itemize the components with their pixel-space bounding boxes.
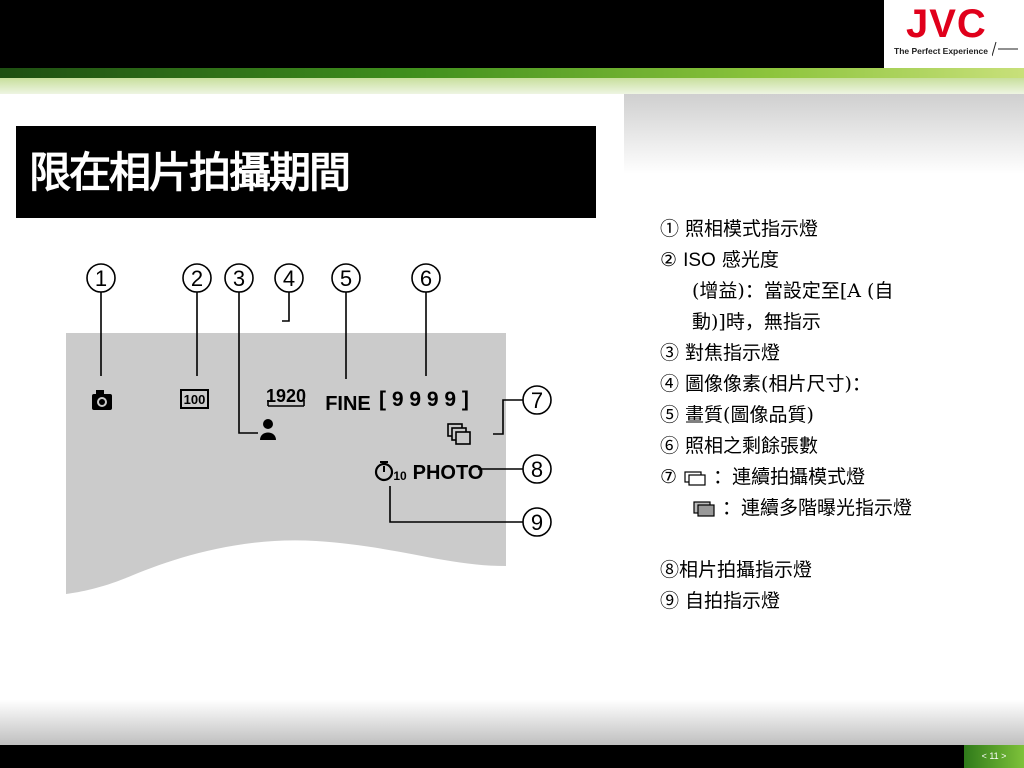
- focus-person-icon: [260, 419, 276, 440]
- bottom-fade: [0, 700, 1024, 745]
- self-timer-icon: 10: [374, 461, 407, 483]
- svg-text:4: 4: [283, 266, 295, 291]
- callout-3: 3: [224, 263, 254, 293]
- callout-8: 8: [522, 454, 552, 484]
- legend-item-4: ④ 圖像像素(相片尺寸)：: [660, 373, 871, 395]
- camera-mode-icon: [92, 390, 112, 410]
- image-size-indicator: 1920: [266, 386, 306, 407]
- header-bar: [0, 0, 884, 68]
- continuous-mode-icon: [684, 471, 706, 486]
- legend-item-2-line2: (增益)：當設定至[A (自: [692, 280, 894, 302]
- callout-7: 7: [522, 385, 552, 415]
- iso-indicator: 100: [180, 389, 209, 409]
- page-indicator: < 11 >: [964, 745, 1024, 768]
- legend-item-6: ⑥ 照相之剩餘張數: [660, 435, 819, 457]
- gray-fade-panel: [624, 94, 1024, 174]
- logo-text: JVC: [906, 2, 987, 46]
- page-number: < 11 >: [981, 751, 1007, 761]
- svg-text:2: 2: [191, 266, 203, 291]
- logo-mark-icon: [992, 41, 1018, 57]
- footer-bar: [0, 745, 1024, 768]
- callout-9: 9: [522, 507, 552, 537]
- svg-text:1920: 1920: [266, 386, 306, 406]
- legend-item-2-line3: 動)]時，無指示: [692, 311, 821, 333]
- remaining-shots: [ 9 9 9 9 ]: [379, 388, 469, 411]
- lcd-display-illustration: 1 2 3 4 5 6 7: [66, 263, 552, 594]
- legend-item-1: ① 照相模式指示燈: [660, 218, 819, 240]
- svg-text:10: 10: [393, 469, 407, 483]
- svg-text:9: 9: [531, 510, 543, 535]
- svg-text:1: 1: [95, 266, 107, 291]
- continuous-shooting-icon: [447, 423, 471, 445]
- figure-title-bar: 限在相片拍攝期間: [16, 126, 596, 218]
- callout-6: 6: [411, 263, 441, 293]
- svg-text:6: 6: [420, 266, 432, 291]
- legend-item-8: ⑧相片拍攝指示燈: [660, 559, 813, 581]
- svg-text:5: 5: [340, 266, 352, 291]
- leader-lines: [100, 292, 523, 523]
- photo-indicator: PHOTO: [413, 462, 484, 484]
- callout-5: 5: [331, 263, 361, 293]
- quality-indicator: FINE: [325, 393, 371, 415]
- bracket-exposure-icon: [693, 501, 715, 517]
- legend-item-3: ③ 對焦指示燈: [660, 342, 781, 364]
- legend-item-7: ⑦ ：連續拍攝模式燈: [660, 466, 866, 488]
- legend-item-5: ⑤ 畫質(圖像品質): [660, 404, 814, 426]
- svg-text:8: 8: [531, 457, 543, 482]
- lcd-screen-area: [66, 333, 506, 594]
- jvc-logo: JVC The Perfect Experience: [884, 0, 1024, 68]
- legend-spacer: [660, 524, 1010, 555]
- legend-item-7-line2: ：連續多階曝光指示燈: [660, 493, 1010, 524]
- legend-item-9: ⑨ 自拍指示燈: [660, 590, 781, 612]
- legend-list: ① 照相模式指示燈 ② ISO 感光度 (增益)：當設定至[A (自 動)]時，…: [660, 214, 1010, 617]
- svg-text:3: 3: [233, 266, 245, 291]
- callout-2: 2: [182, 263, 212, 293]
- logo-tagline: The Perfect Experience: [894, 46, 989, 56]
- svg-text:100: 100: [184, 392, 206, 407]
- green-accent-bar: [0, 68, 1024, 78]
- callout-1: 1: [86, 263, 116, 293]
- svg-text:7: 7: [531, 388, 543, 413]
- display-diagram: 限在相片拍攝期間 1 2 3 4 5: [16, 126, 596, 596]
- green-fade-bar: [0, 78, 1024, 94]
- legend-item-2: ② ISO 感光度: [660, 249, 779, 271]
- callout-4: 4: [274, 263, 304, 293]
- figure-title: 限在相片拍攝期間: [29, 148, 351, 197]
